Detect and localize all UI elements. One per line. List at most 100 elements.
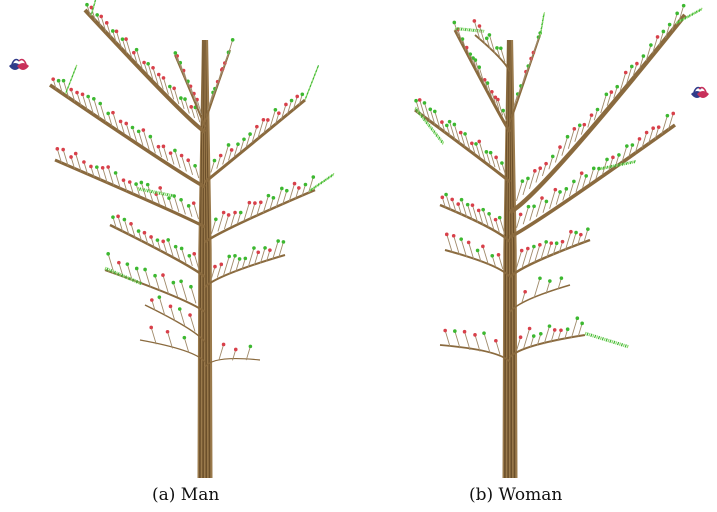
- twig: [281, 104, 287, 120]
- leaf-icon: [565, 327, 570, 332]
- twig: [147, 63, 154, 80]
- branch: [453, 29, 512, 133]
- twig: [152, 67, 159, 85]
- leaf-icon: [179, 279, 183, 284]
- twig: [534, 244, 541, 263]
- leaf-icon: [523, 289, 527, 294]
- leaf-icon: [680, 18, 684, 22]
- twig: [112, 30, 117, 43]
- leaf-icon: [106, 111, 110, 116]
- twig: [96, 14, 102, 27]
- bird-icon: [9, 63, 21, 70]
- leaf-icon: [518, 335, 523, 340]
- twig: [298, 94, 303, 105]
- leaf-icon: [311, 175, 316, 179]
- leaf-icon: [420, 114, 423, 119]
- leaf-icon: [477, 24, 482, 28]
- leaf-icon: [51, 77, 55, 81]
- twig: [490, 152, 496, 168]
- leaf-icon: [440, 139, 443, 144]
- leaf-icon: [271, 196, 276, 200]
- leaf-icon: [472, 19, 477, 23]
- branch: [204, 188, 316, 244]
- twig: [639, 55, 644, 69]
- twig: [249, 202, 256, 219]
- leaf-icon: [173, 51, 178, 55]
- leaf-icon: [144, 188, 148, 193]
- leaf-icon: [626, 344, 629, 349]
- twig: [528, 246, 535, 265]
- leaf-icon: [121, 273, 124, 278]
- leaf-icon: [136, 129, 141, 134]
- leaf-icon: [487, 212, 491, 216]
- leaf-icon: [55, 147, 60, 151]
- leaf-icon: [313, 185, 317, 189]
- leaf-icon: [261, 117, 266, 122]
- leaf-icon: [493, 217, 498, 222]
- leaf-icon: [129, 221, 133, 226]
- leaf-icon: [134, 266, 139, 271]
- leaf-icon: [586, 227, 590, 231]
- leaf-icon: [89, 5, 94, 10]
- leaf-icon: [424, 119, 427, 123]
- leaf-icon: [150, 189, 153, 194]
- twig: [230, 212, 236, 227]
- leaf-icon: [429, 125, 432, 130]
- leaf-icon: [415, 108, 419, 112]
- leaf-icon: [473, 333, 477, 337]
- twig: [129, 181, 134, 194]
- twig: [210, 266, 216, 280]
- leaf-icon: [694, 10, 698, 14]
- twig: [144, 269, 151, 288]
- twig: [483, 332, 491, 354]
- twig: [541, 163, 547, 177]
- twig: [595, 168, 600, 180]
- leaf-icon: [559, 328, 563, 333]
- twig: [158, 297, 166, 317]
- leaf-icon: [622, 343, 625, 348]
- twig: [446, 234, 453, 253]
- leaf-icon: [146, 61, 150, 66]
- leaf-icon: [488, 150, 493, 155]
- leaf-icon: [118, 119, 123, 124]
- leaf-icon: [134, 47, 139, 52]
- leaf-icon: [609, 90, 614, 94]
- twig: [187, 81, 193, 94]
- leaf-icon: [605, 157, 609, 162]
- twig: [530, 335, 535, 348]
- leaf-icon: [145, 182, 150, 187]
- twig: [301, 184, 306, 196]
- leaf-icon: [553, 187, 558, 192]
- leaf-icon: [230, 38, 235, 42]
- twig: [529, 206, 535, 221]
- twig: [434, 111, 441, 129]
- leaf-icon: [604, 165, 607, 170]
- twig: [158, 74, 164, 90]
- branch: [509, 284, 571, 313]
- leaf-icon: [132, 50, 136, 55]
- bird-icon: [698, 86, 707, 93]
- leaf-icon: [226, 213, 231, 217]
- twig: [147, 184, 154, 202]
- leaf-icon: [494, 338, 498, 343]
- leaf-icon: [327, 176, 330, 180]
- twig: [269, 109, 276, 129]
- twig: [632, 63, 638, 77]
- twig: [143, 62, 149, 75]
- twig: [93, 98, 101, 119]
- twig: [170, 306, 176, 322]
- twig: [269, 197, 274, 211]
- leaf-icon: [463, 132, 467, 136]
- leaf-icon: [233, 253, 237, 258]
- branch: [139, 339, 206, 363]
- twig: [112, 216, 117, 229]
- leaf-icon: [454, 26, 457, 31]
- twig: [207, 92, 214, 111]
- leaf-icon: [113, 171, 118, 175]
- twig: [179, 308, 186, 327]
- leaf-icon: [423, 117, 426, 122]
- twig: [495, 340, 501, 355]
- leaf-icon: [119, 273, 122, 277]
- twig: [606, 91, 612, 106]
- leaf-icon: [122, 217, 127, 222]
